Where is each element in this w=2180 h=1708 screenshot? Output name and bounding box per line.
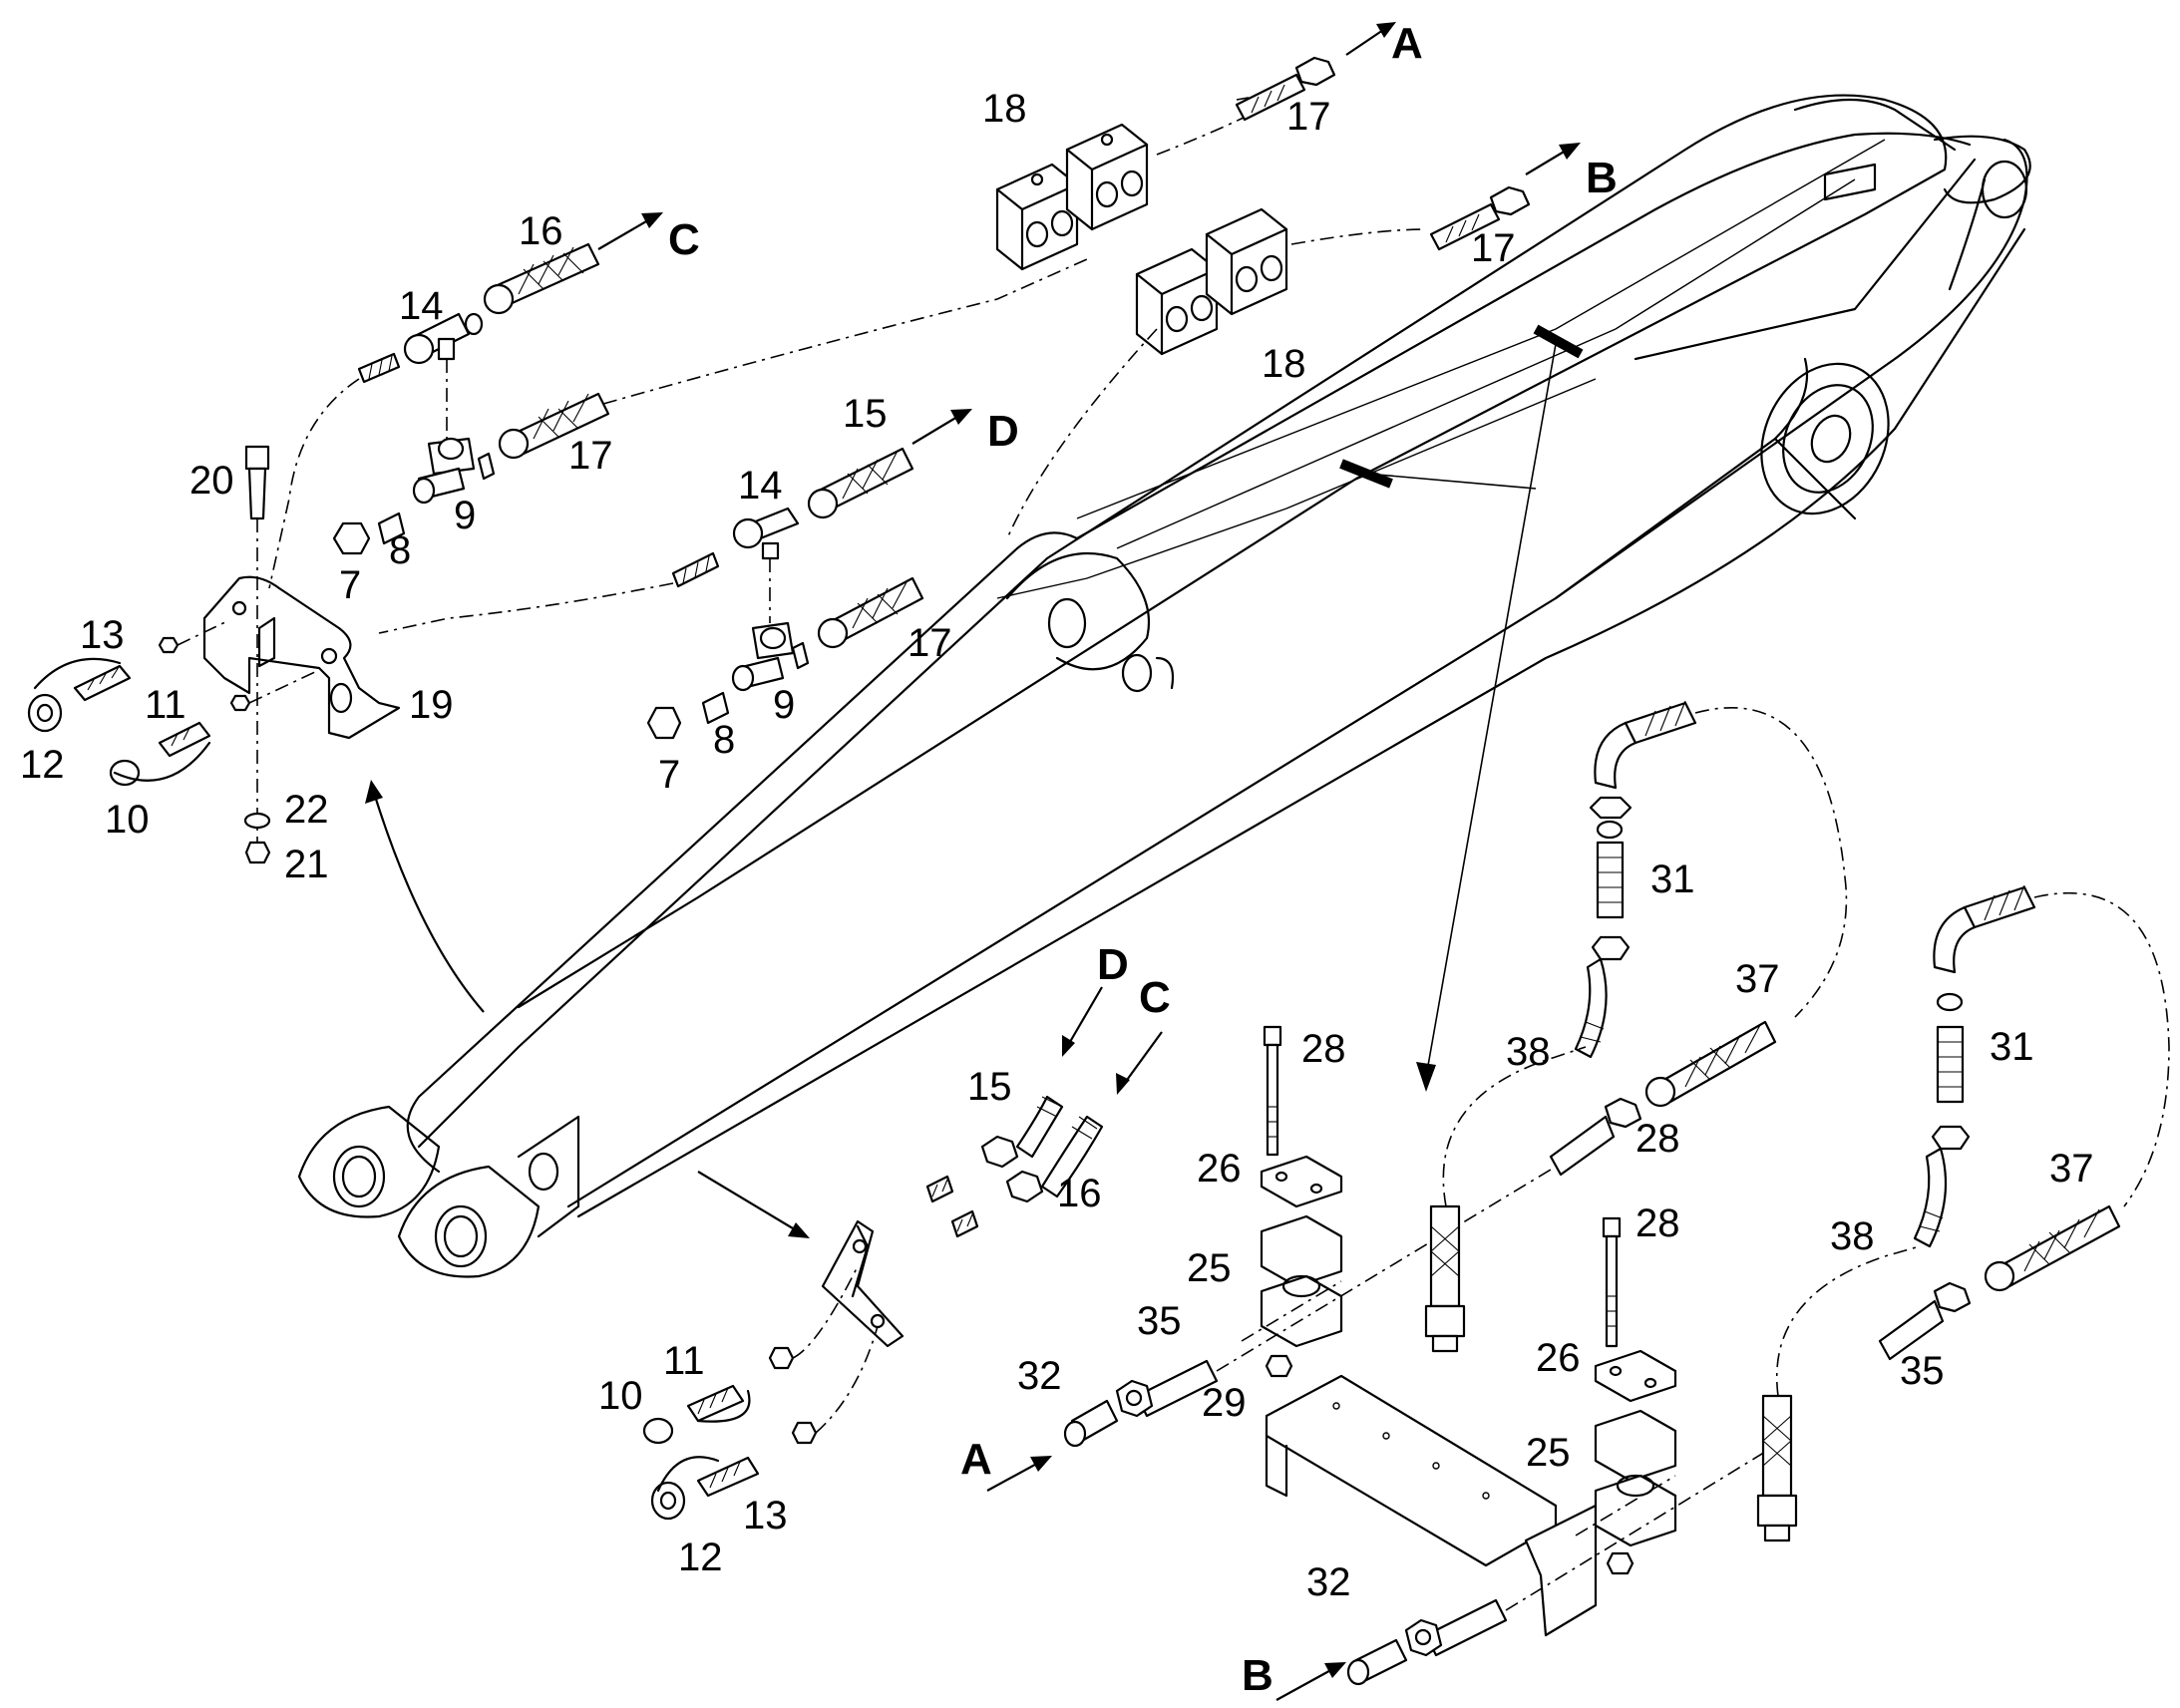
port-label-d: D [987, 407, 1019, 456]
part-label: 18 [982, 87, 1027, 131]
part-label: 14 [399, 284, 444, 328]
part-label: 8 [389, 528, 411, 572]
part-label: 14 [738, 464, 783, 508]
part-label: 25 [1526, 1431, 1571, 1475]
port-label-a: A [960, 1435, 992, 1484]
part-label: 13 [743, 1494, 788, 1537]
part-label: 26 [1536, 1336, 1581, 1380]
part-label: 18 [1262, 342, 1306, 386]
part-label: 25 [1187, 1246, 1232, 1290]
port-label-c: C [668, 215, 700, 264]
clamps-18-top [995, 89, 1427, 539]
part-label: 31 [1990, 1025, 2034, 1069]
part-label: 32 [1017, 1354, 1062, 1398]
part-label: 9 [454, 494, 476, 537]
part-label: 29 [1202, 1381, 1247, 1425]
part-label: 7 [658, 753, 680, 797]
fittings-17-top [1235, 56, 1531, 251]
port-label-a: A [1391, 19, 1423, 68]
part-label: 7 [339, 563, 361, 607]
part-label: 16 [1057, 1172, 1102, 1215]
part-label: 21 [284, 843, 329, 886]
part-label: 20 [189, 459, 234, 503]
part-label: 22 [284, 788, 329, 832]
port-label-d: D [1097, 940, 1129, 989]
port-label-c: C [1139, 973, 1171, 1022]
part-label: 31 [1650, 857, 1695, 901]
boom-arm [297, 94, 2031, 1278]
boom-foot-lugs [297, 1105, 580, 1278]
part-label: 28 [1301, 1027, 1346, 1071]
part-label: 35 [1900, 1349, 1945, 1393]
part-label: 17 [908, 621, 952, 665]
part-label: 17 [568, 434, 613, 478]
port-labels: A B C D D C A B [668, 19, 1618, 1700]
part-label: 26 [1197, 1147, 1242, 1191]
port-label-b: B [1586, 154, 1618, 202]
part-label: 37 [1735, 957, 1780, 1001]
part-label: 13 [80, 613, 125, 657]
part-labels: 18 17 17 18 16 14 17 20 9 8 7 13 11 19 1… [20, 87, 2094, 1604]
part-label: 9 [773, 683, 795, 727]
flow-arrows [365, 22, 1581, 1701]
part-label: 38 [1506, 1030, 1551, 1074]
part-label: 28 [1635, 1201, 1680, 1245]
part-label: 16 [519, 209, 563, 253]
part-label: 38 [1830, 1214, 1875, 1258]
part-label: 8 [713, 718, 735, 762]
part-label: 11 [145, 683, 186, 727]
hose-assembly-upper [1424, 700, 1848, 1353]
upper-fittings-left [268, 242, 1088, 589]
part-label: 15 [843, 392, 888, 436]
part-label: 35 [1137, 1299, 1182, 1343]
part-label: 28 [1635, 1117, 1680, 1161]
part-label: 32 [1306, 1560, 1351, 1604]
part-label: 11 [663, 1339, 705, 1383]
part-label: 19 [409, 683, 454, 727]
part-label: 17 [1286, 95, 1331, 139]
port-label-b: B [1242, 1651, 1273, 1700]
part-label: 10 [598, 1374, 643, 1418]
part-label: 12 [678, 1536, 723, 1579]
middle-fittings [378, 447, 924, 740]
boom-pivot-bearing [1760, 362, 1890, 515]
lower-clamp-assembly [1063, 1025, 1776, 1686]
part-label: 15 [967, 1065, 1012, 1109]
upper-bracket-assembly [27, 445, 401, 864]
part-label: 17 [1471, 226, 1516, 270]
part-label: 12 [20, 743, 65, 787]
part-label: 37 [2049, 1147, 2094, 1191]
hose-assembly-lower [1756, 884, 2170, 1542]
lower-bracket-assembly [642, 1095, 1104, 1521]
part-label: 10 [105, 798, 150, 842]
